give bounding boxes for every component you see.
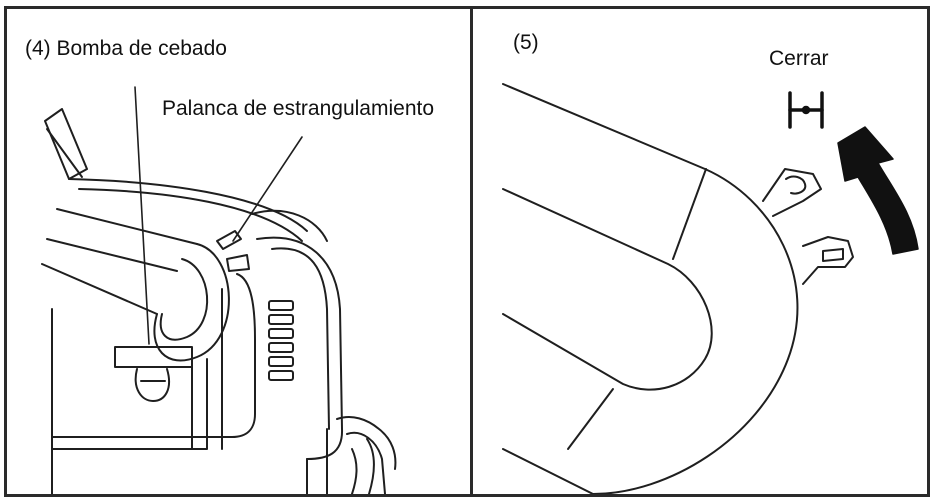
cover-outline bbox=[256, 236, 344, 460]
close-label: Cerrar bbox=[769, 47, 829, 71]
panel-step-5: (5) Cerrar bbox=[473, 9, 927, 494]
choke-lever-label: Palanca de estrangulamiento bbox=[162, 97, 435, 121]
primer-leader-line bbox=[134, 86, 150, 345]
primer-base bbox=[114, 346, 193, 368]
housing-inner-curve bbox=[502, 188, 713, 391]
tube-rounded-end bbox=[153, 243, 230, 362]
vent-slot bbox=[268, 300, 294, 311]
rotation-arrow-icon bbox=[837, 126, 919, 255]
step-5-label: (5) bbox=[513, 31, 539, 55]
housing-top bbox=[68, 178, 308, 232]
choke-tab-lower bbox=[802, 236, 854, 285]
engine-primer-illustration bbox=[41, 86, 397, 494]
tube-lower-edge bbox=[41, 263, 158, 315]
diagram-frame bbox=[4, 6, 930, 497]
panel-step-4: (4) Bomba de cebado Palanca de estrangul… bbox=[7, 9, 470, 494]
choke-tab-upper bbox=[762, 168, 822, 217]
choke-leader-line bbox=[232, 136, 303, 242]
lower-housing bbox=[51, 273, 256, 438]
choke-lever bbox=[216, 230, 242, 250]
step-4-label: (4) Bomba de cebado bbox=[25, 37, 227, 61]
panel-divider bbox=[470, 6, 473, 497]
tube-upper-edge bbox=[56, 208, 198, 245]
housing-outline bbox=[502, 83, 799, 494]
primer-bulb bbox=[134, 368, 171, 402]
seam-line bbox=[672, 168, 707, 260]
handle-tip bbox=[44, 108, 88, 180]
choke-close-illustration bbox=[502, 83, 919, 494]
close-position-icon bbox=[788, 91, 824, 129]
